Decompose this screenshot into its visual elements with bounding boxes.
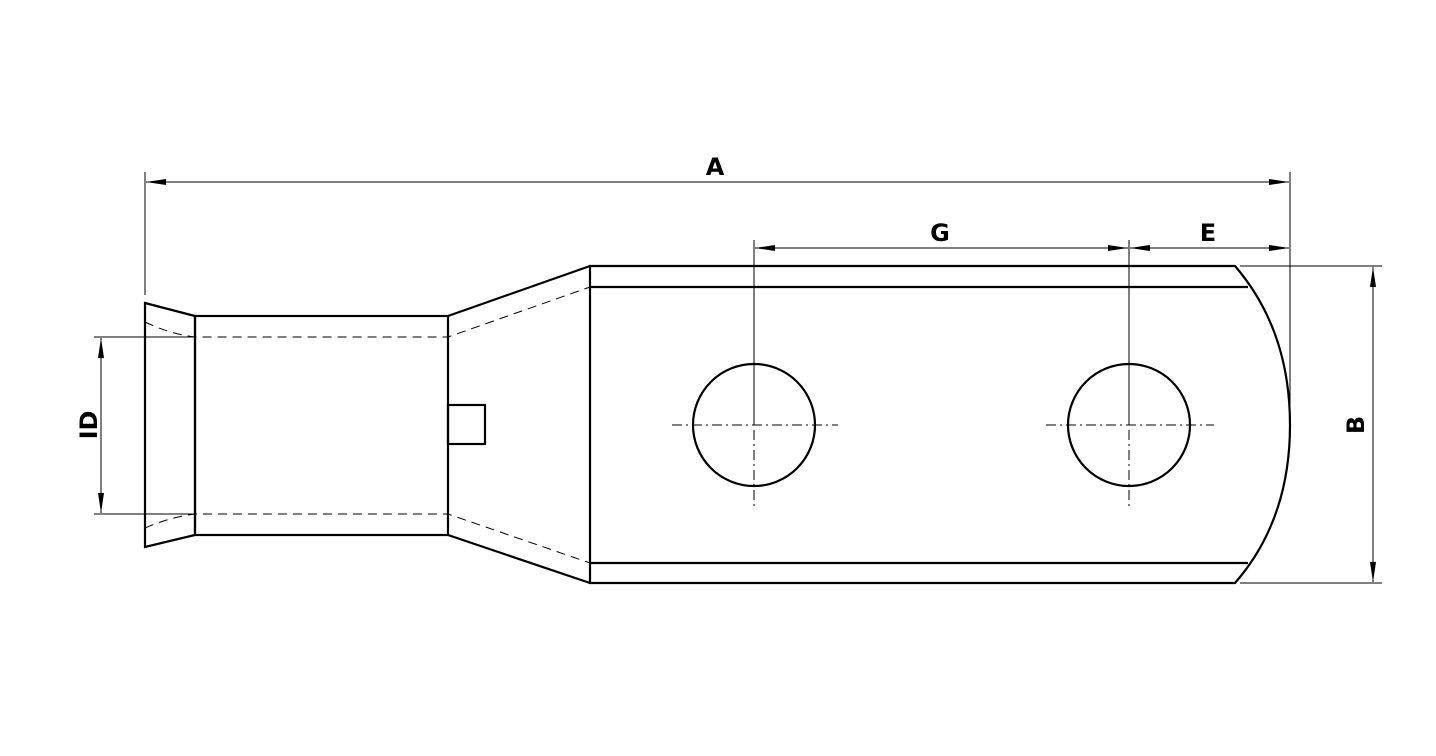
extension-lines [94, 172, 1382, 584]
vertical-centerlines [753, 430, 1130, 508]
palm [588, 264, 1292, 585]
extension-lines-b [1240, 265, 1382, 584]
taper [447, 264, 591, 585]
label-E: E [1200, 219, 1216, 247]
inspection-tab [446, 403, 487, 446]
extension-lines-holes [753, 240, 1130, 425]
label-ID: ID [75, 411, 103, 440]
hidden-lines [144, 286, 591, 564]
label-A: A [706, 153, 725, 181]
dimension-lines [98, 179, 1376, 582]
label-B: B [1342, 416, 1370, 434]
hidden-line-top [144, 286, 591, 338]
hidden-line-bottom [144, 513, 591, 564]
extension-lines-id [94, 336, 195, 515]
palm-edge-lines [590, 285, 1248, 565]
barrel [193, 314, 450, 537]
centerlines [672, 424, 1214, 508]
flare-mouth [143, 301, 197, 549]
label-G: G [930, 219, 950, 247]
